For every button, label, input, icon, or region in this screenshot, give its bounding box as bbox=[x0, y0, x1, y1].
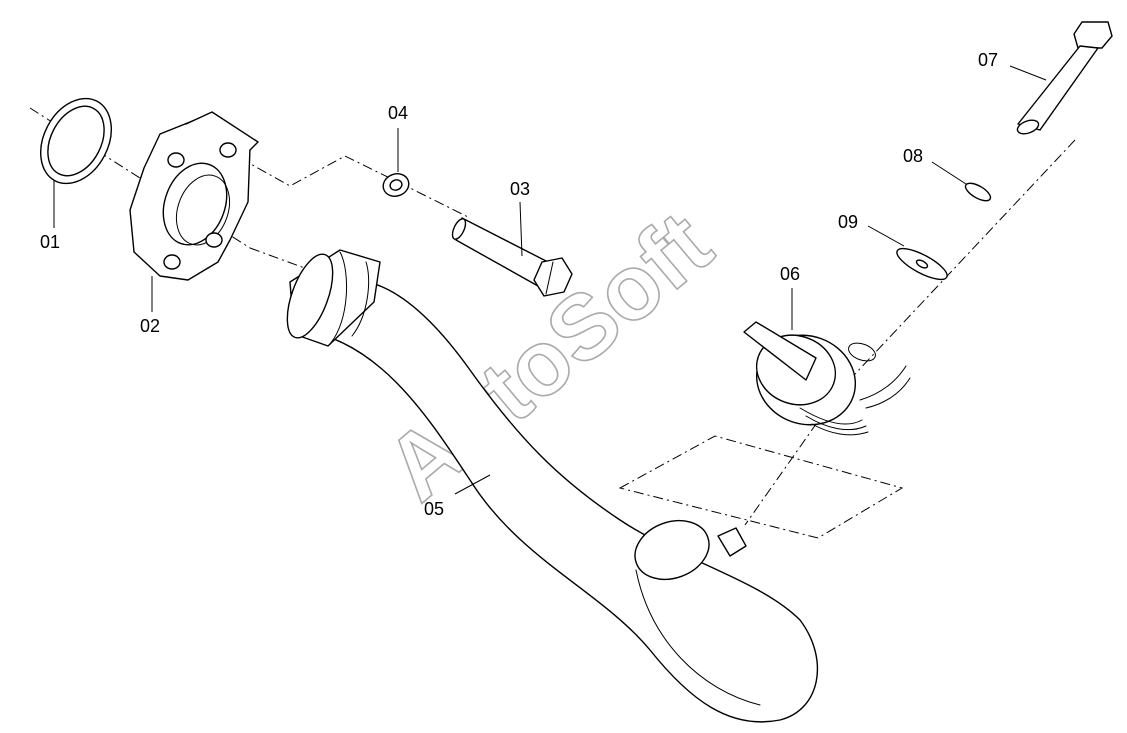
part-01-o-ring bbox=[40, 97, 112, 185]
part-09-flat-washer bbox=[896, 247, 948, 281]
part-07-long-bolt bbox=[1016, 21, 1113, 135]
part-04-washer bbox=[382, 173, 410, 197]
callout-02: 02 bbox=[140, 316, 160, 336]
callout-04: 04 bbox=[388, 103, 408, 123]
part-05-bent-pipe bbox=[286, 249, 819, 723]
callout-03: 03 bbox=[510, 179, 530, 199]
part-08-lock-washer bbox=[964, 182, 992, 202]
callout-09: 09 bbox=[838, 212, 858, 232]
part-02-split-flange bbox=[129, 111, 259, 281]
callout-06: 06 bbox=[780, 264, 800, 284]
leader-lines bbox=[53, 65, 1047, 495]
callout-01: 01 bbox=[40, 232, 60, 252]
callout-05: 05 bbox=[424, 499, 444, 519]
callout-07: 07 bbox=[978, 50, 998, 70]
part-06-filler-cap bbox=[743, 321, 911, 436]
callout-labels: 01 02 03 04 05 06 07 08 09 bbox=[40, 50, 998, 519]
part-03-bolt bbox=[451, 217, 573, 297]
callout-08: 08 bbox=[903, 146, 923, 166]
